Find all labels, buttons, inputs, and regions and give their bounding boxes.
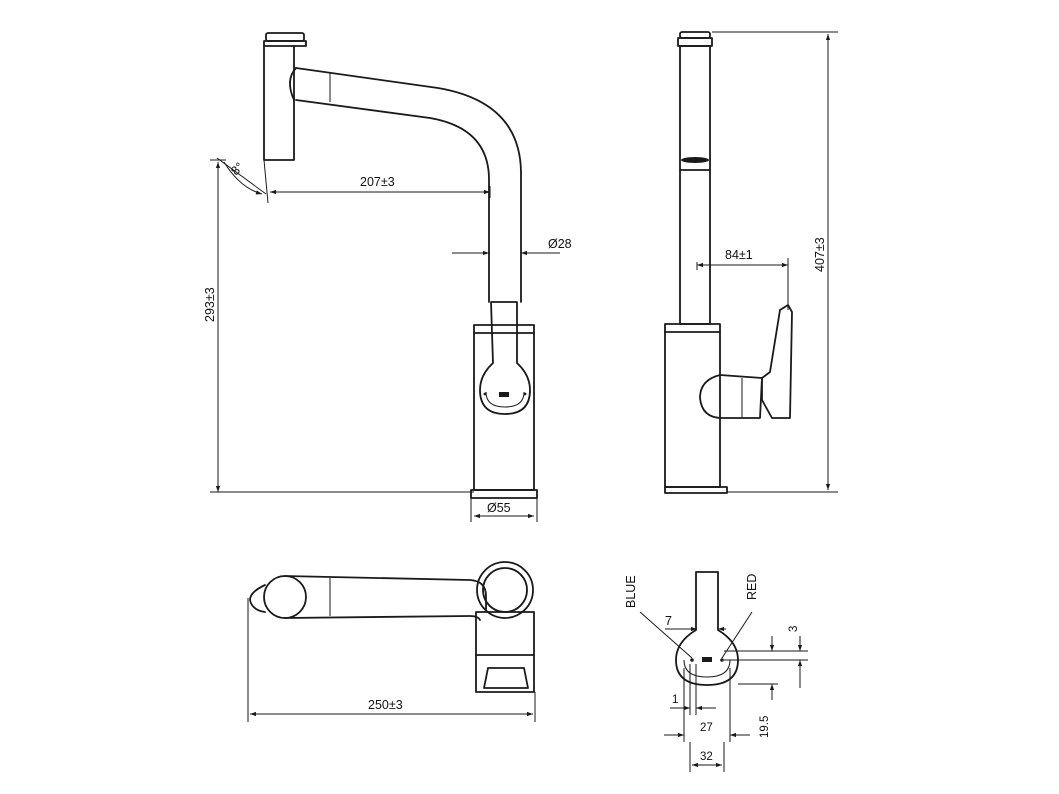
top-view	[249, 561, 535, 693]
blue-label: BLUE	[624, 575, 638, 608]
dim-32-label: 32	[700, 751, 713, 763]
side-dimensions: 84±1 407±3	[696, 31, 838, 493]
front-view	[263, 32, 538, 499]
dim-1-label: 1	[672, 694, 678, 706]
dim-27-label: 27	[700, 722, 713, 734]
dim-19-5-label: 19.5	[759, 716, 771, 738]
total-height-label: 407±3	[813, 237, 827, 272]
base-diameter-label: Ø55	[487, 501, 511, 515]
top-length-label: 250±3	[368, 698, 403, 712]
handle-offset-label: 84±1	[725, 248, 753, 262]
side-view	[664, 31, 793, 494]
dim-7-label: 7	[665, 614, 672, 628]
front-dimensions: 8° 207±3 Ø28 293±3 Ø55	[203, 157, 572, 522]
red-label: RED	[745, 574, 759, 600]
spout-diameter-label: Ø28	[548, 237, 572, 251]
spout-reach-label: 207±3	[360, 175, 395, 189]
lever-dimensions: BLUE RED 7 3 19.5 1 27 32	[624, 574, 808, 772]
angle-label: 8°	[228, 160, 246, 178]
dim-3-label: 3	[788, 626, 800, 632]
lever-detail	[675, 571, 739, 686]
top-dimensions: 250±3	[247, 598, 536, 722]
height-front-label: 293±3	[203, 287, 217, 322]
